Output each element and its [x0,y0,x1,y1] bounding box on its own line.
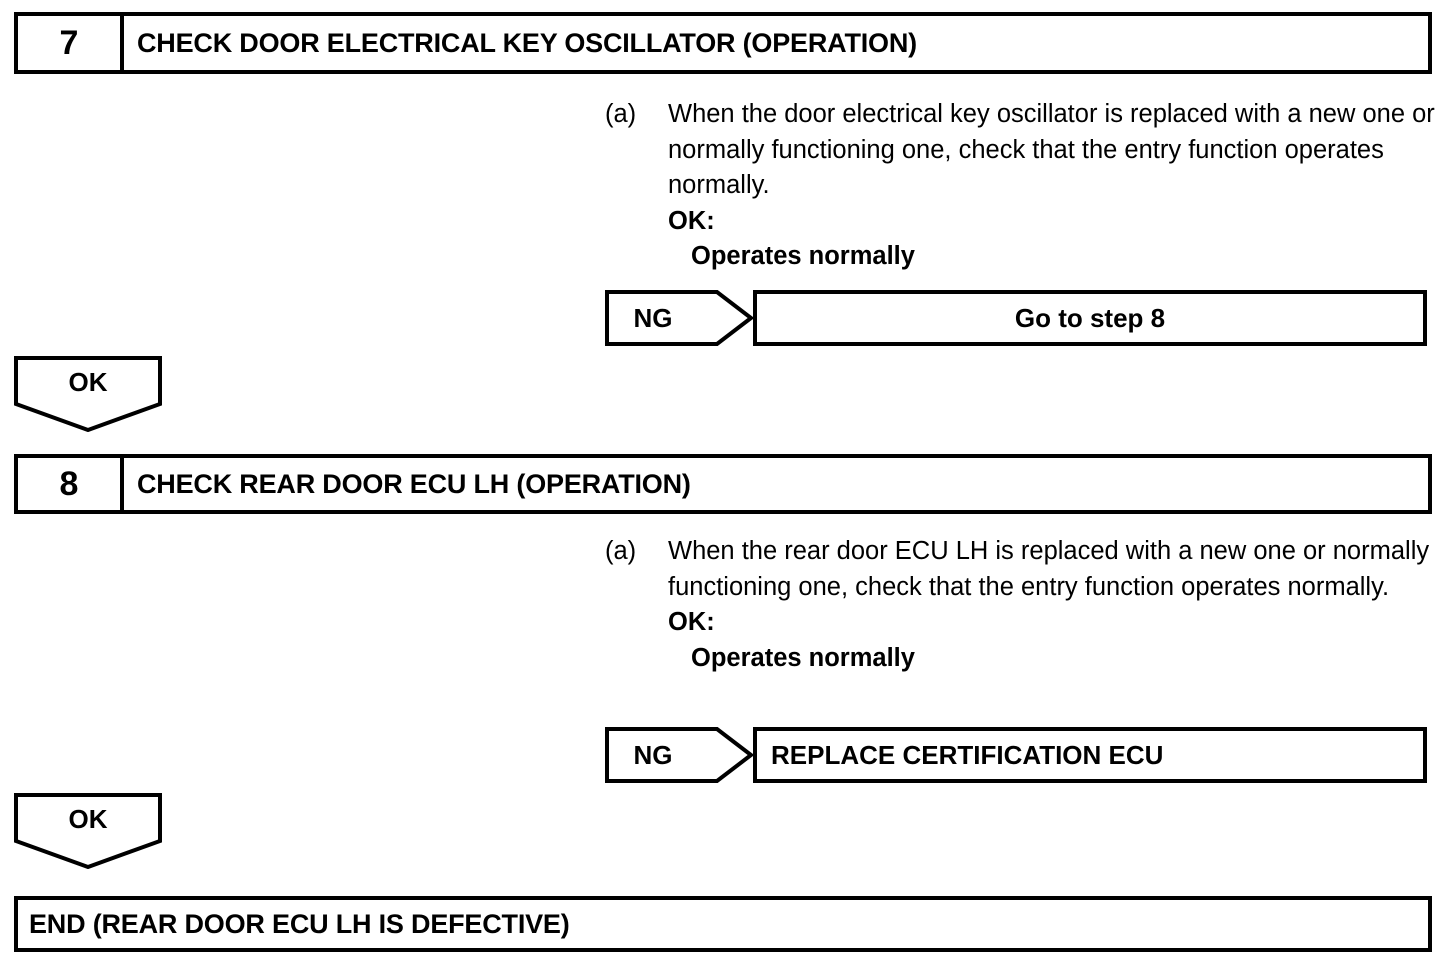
instruction-marker-8: (a) [605,537,637,565]
instruction-marker-7: (a) [605,100,637,128]
ng-arrow-8: NG [605,727,753,783]
instruction-ok-value-7: Operates normally [691,242,915,270]
instruction-text-8: When the rear door ECU LH is replaced wi… [668,537,1430,601]
step-title-8: CHECK REAR DOOR ECU LH (OPERATION) [137,468,691,499]
instruction-ok-label-7: OK: [668,206,715,235]
ng-branch-8: NG REPLACE CERTIFICATION ECU [605,727,1435,783]
end-box: END (REAR DOOR ECU LH IS DEFECTIVE) [14,896,1432,952]
instruction-ok-label-8: OK: [668,608,715,636]
instruction-ok-value-8: Operates normally [691,643,915,672]
ok-connector-7: OK [14,356,162,432]
ng-arrow-7: NG [605,290,753,346]
ng-arrow-label-7: NG [633,302,673,333]
ng-result-box-8: REPLACE CERTIFICATION ECU [753,727,1427,783]
step-header-7: 7 CHECK DOOR ELECTRICAL KEY OSCILLATOR (… [14,12,1432,74]
instruction-text-7: When the door electrical key oscillator … [668,100,1435,199]
step-header-8: 8 CHECK REAR DOOR ECU LH (OPERATION) [14,454,1432,514]
ng-result-box-7: Go to step 8 [753,290,1427,346]
ng-branch-7: NG Go to step 8 [605,290,1435,346]
step-instruction-8: (a) When the rear door ECU LH is replace… [605,534,1435,676]
ok-connector-label-7: OK [68,366,108,397]
step-instruction-7: (a) When the door electrical key oscilla… [605,97,1435,275]
step-number-7: 7 [18,16,124,70]
ng-arrow-label-8: NG [633,739,673,770]
ok-connector-label-8: OK [68,803,108,834]
step-title-7: CHECK DOOR ELECTRICAL KEY OSCILLATOR (OP… [137,27,917,58]
ok-connector-8: OK [14,793,162,869]
step-number-8: 8 [18,458,124,510]
